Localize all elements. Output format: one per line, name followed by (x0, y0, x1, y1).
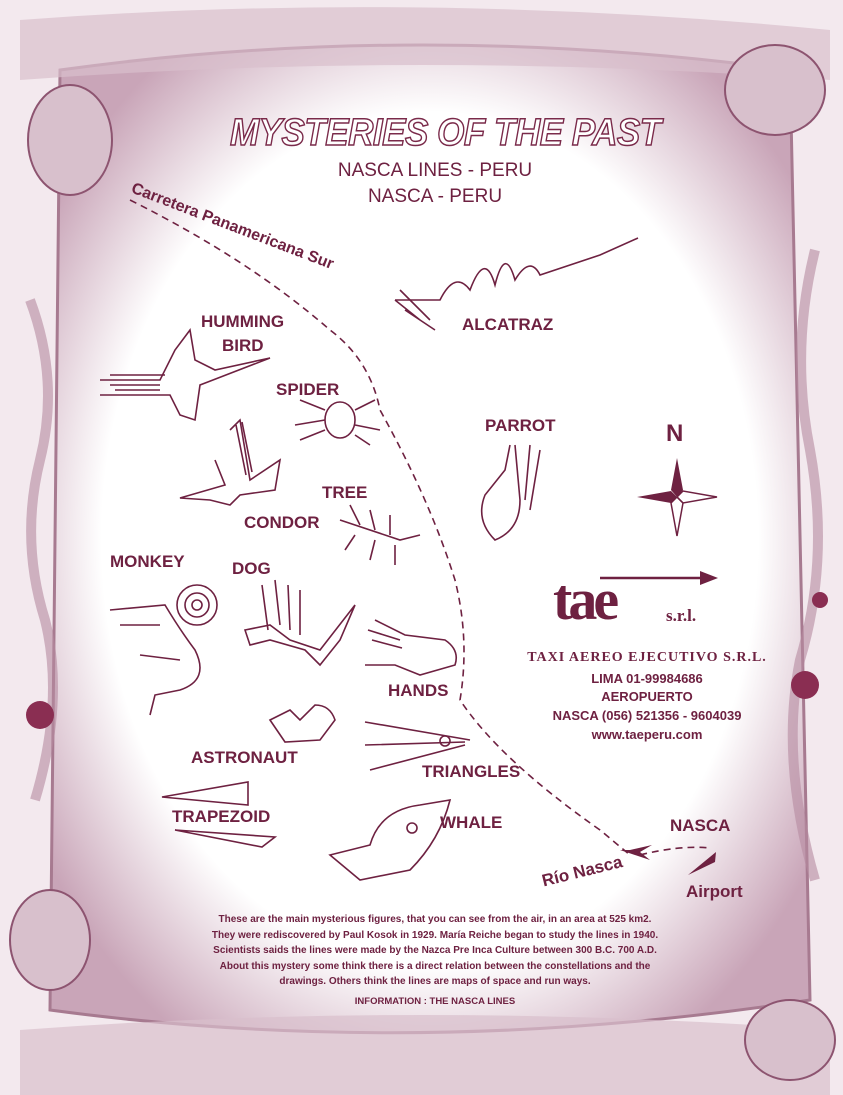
whale-figure (328, 799, 452, 881)
label-parrot: PARROT (485, 416, 556, 435)
compass-rose (637, 458, 718, 537)
label-spider: SPIDER (276, 380, 340, 399)
info-line: These are the main mysterious figures, t… (218, 914, 652, 925)
parrot-figure (480, 444, 541, 541)
label-hands: HANDS (388, 681, 449, 700)
label-whale: WHALE (440, 813, 503, 832)
company-website[interactable]: www.taeperu.com (591, 727, 703, 742)
spider-figure (294, 399, 381, 446)
info-line: They were rediscovered by Paul Kosok in … (211, 929, 659, 941)
label-alcatraz: ALCATRAZ (462, 315, 554, 334)
monkey-figure (109, 584, 218, 716)
astronaut-figure (268, 704, 336, 743)
company-logo-text: tae (553, 567, 619, 632)
label-trapezoid: TRAPEZOID (172, 807, 271, 826)
label-airport: Airport (686, 882, 743, 901)
airplane-icon (620, 845, 652, 860)
label-tree: TREE (322, 483, 368, 502)
label-astronaut: ASTRONAUT (191, 748, 298, 767)
company-logo-suffix: s.r.l. (666, 606, 697, 625)
alcatraz-figure (394, 237, 639, 331)
airport-route (639, 846, 711, 856)
info-footer: INFORMATION : THE NASCA LINES (354, 996, 516, 1007)
dog-figure (243, 579, 356, 667)
label-triangles: TRIANGLES (422, 762, 521, 781)
subtitle-line2: NASCA - PERU (367, 186, 503, 207)
logo-arrow-head (700, 571, 718, 585)
tree-figure (339, 504, 421, 565)
label-humming: HUMMING (201, 312, 285, 331)
company-lima-phone: LIMA 01-99984686 (591, 671, 703, 686)
company-logo: tae (553, 567, 619, 632)
label-nasca: NASCA (670, 816, 731, 835)
info-line: About this mystery some think there is a… (219, 960, 651, 972)
compass-north-label: N (666, 420, 684, 447)
subtitle-line1: NASCA LINES - PERU (337, 160, 533, 181)
company-nasca-phone: NASCA (056) 521356 - 9604039 (552, 708, 742, 723)
airport-symbol (688, 852, 716, 875)
hummingbird-figure (100, 328, 271, 422)
label-bird: BIRD (222, 336, 264, 355)
label-dog: DOG (232, 559, 271, 578)
company-airport: AEROPUERTO (601, 689, 693, 704)
label-monkey: MONKEY (110, 552, 185, 571)
company-name: TAXI AEREO EJECUTIVO S.R.L. (527, 650, 767, 665)
triangles-figure (364, 721, 471, 771)
hands-figure (365, 619, 458, 676)
page-title: MYSTERIES OF THE PAST (229, 111, 661, 155)
info-line: Scientists saids the lines were made by … (213, 945, 657, 957)
info-paragraph: These are the main mysterious figures, t… (185, 912, 685, 990)
condor-figure (179, 418, 282, 506)
info-line: drawings. Others think the lines are map… (279, 976, 591, 988)
label-condor: CONDOR (244, 513, 320, 532)
trapezoid-figure (161, 781, 278, 848)
panamericana-road (129, 199, 631, 856)
